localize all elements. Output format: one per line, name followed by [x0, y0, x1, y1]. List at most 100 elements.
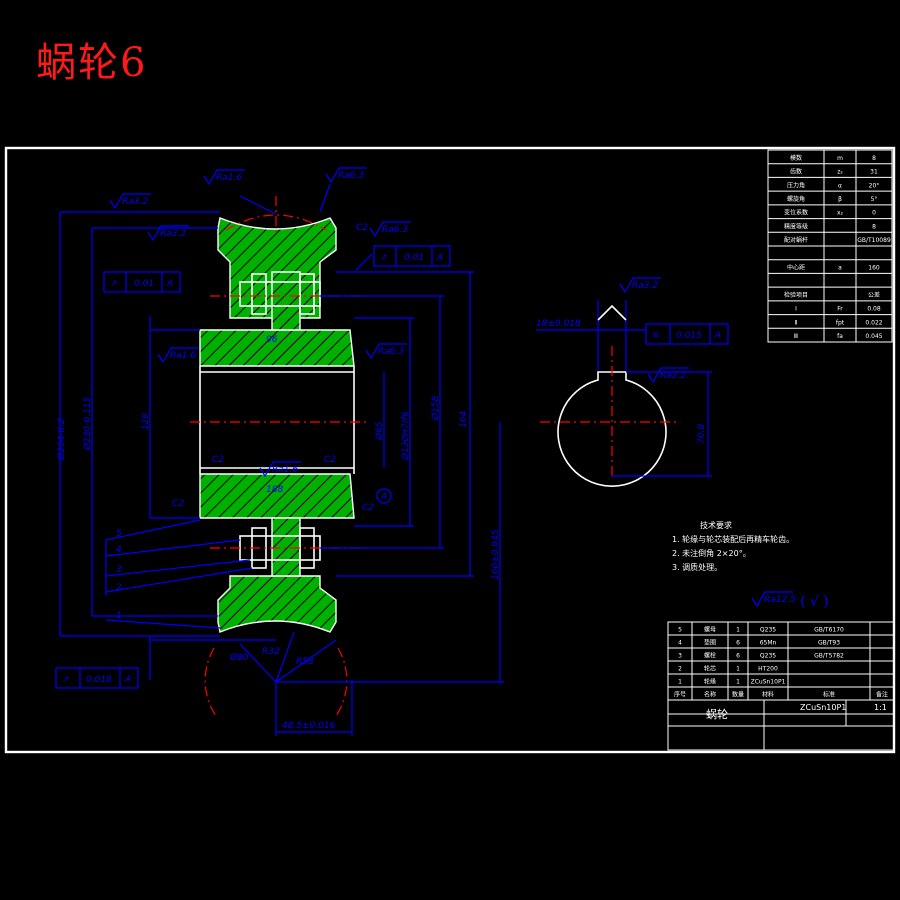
- param-cell: 160: [868, 265, 880, 272]
- parts-cell: 1: [736, 627, 740, 634]
- param-cell: 0.08: [867, 306, 881, 313]
- svg-text:A: A: [714, 331, 721, 341]
- tolerance-frame-4: ↗ 0.018 A: [55, 667, 139, 689]
- param-cell: Ⅰ: [795, 306, 797, 313]
- svg-text:↗: ↗: [62, 675, 70, 685]
- param-cell: 中心距: [787, 264, 805, 272]
- chamfer-c2-c: C2: [324, 455, 336, 465]
- param-cell: 0: [872, 210, 876, 217]
- parts-cell: 1: [736, 679, 740, 686]
- svg-text:0.018: 0.018: [86, 675, 112, 685]
- tech-req-item-1: 1. 轮缘与轮芯装配后再精车轮齿。: [672, 534, 794, 544]
- param-cell: 模数: [790, 154, 802, 162]
- parts-cell: 轮芯: [704, 665, 716, 673]
- parts-cell: Q235: [760, 653, 776, 660]
- hub-lower: [199, 473, 355, 519]
- parts-cell: GB/T5782: [814, 653, 844, 660]
- param-cell: 公差: [868, 291, 880, 299]
- parts-cell: HT200: [758, 666, 778, 673]
- roughness-5: Ra6.3: [382, 225, 408, 235]
- tolerance-frame-3: ≡ 0.015 A: [645, 323, 729, 345]
- parts-cell: 6: [736, 640, 740, 647]
- param-cell: 压力角: [787, 181, 805, 189]
- dim-key-width: 18±0.018: [536, 319, 581, 329]
- chamfer-c2-a: C2: [356, 223, 368, 233]
- dim-hub: Ø158: [430, 395, 441, 421]
- dim-bore: Ø130H7/f6: [400, 411, 411, 461]
- dim-w96: 96: [266, 335, 278, 345]
- parts-cell: 6: [736, 653, 740, 660]
- tolerance-frame-2: ↗ 0.01 A: [373, 245, 451, 267]
- roughness-6: Ra1.6: [170, 351, 196, 361]
- tolerance-frame-1: ↗ 0.01 A: [103, 271, 181, 293]
- param-cell: Ⅲ: [794, 333, 798, 340]
- param-cell: 8: [872, 223, 876, 230]
- parts-cell: 螺母: [704, 626, 716, 634]
- worm-wheel-section: [190, 196, 370, 717]
- param-cell: 20°: [869, 182, 880, 189]
- svg-text:↗: ↗: [380, 253, 388, 263]
- param-cell: Fr: [837, 306, 843, 313]
- parts-cell: 3: [678, 653, 682, 660]
- balloon-5: 5: [116, 529, 122, 539]
- roughness-final-note: ( √ ): [800, 594, 829, 610]
- parts-cell: 65Mn: [760, 640, 777, 647]
- parts-cell: 垫圈: [704, 639, 716, 647]
- param-cell: 精度等级: [784, 222, 808, 230]
- param-cell: fa: [837, 333, 843, 340]
- page-title: 蜗轮6: [36, 40, 148, 86]
- roughness-10: Ra3.2: [660, 371, 686, 381]
- parts-cell: 轮缘: [704, 678, 716, 686]
- param-cell: m: [837, 155, 843, 162]
- dim-seat: Ø65: [374, 421, 385, 441]
- param-cell: 齿数: [790, 168, 802, 176]
- balloon-2: 2: [116, 583, 122, 593]
- parts-cell: 备注: [876, 691, 888, 699]
- web-upper: [271, 271, 301, 331]
- parts-cell: 数量: [732, 691, 744, 699]
- param-cell: 配对蜗杆: [784, 236, 808, 244]
- parts-cell: Q235: [760, 627, 776, 634]
- tech-requirements: 技术要求 1. 轮缘与轮芯装配后再精车轮齿。 2. 未注倒角 2×20°。 3.…: [672, 520, 794, 572]
- title-block-scale: 1:1: [874, 703, 887, 712]
- balloon-1: 1: [116, 611, 122, 621]
- parts-cell: 4: [678, 640, 682, 647]
- rim-upper: [217, 217, 337, 319]
- roughness-8: Ra1.6: [272, 465, 298, 475]
- parts-cell: 5: [678, 627, 682, 634]
- dim-120: 120: [141, 413, 151, 430]
- parts-cell: 1: [736, 666, 740, 673]
- param-cell: 5°: [871, 196, 878, 203]
- tech-req-item-2: 2. 未注倒角 2×20°。: [672, 548, 751, 558]
- svg-text:0.01: 0.01: [404, 253, 424, 263]
- param-cell: 检验项目: [784, 291, 808, 299]
- svg-text:A: A: [124, 675, 131, 685]
- roughness-final: Ra12.5: [764, 595, 796, 605]
- param-cell: a: [838, 265, 842, 272]
- dim-164: 164: [459, 411, 469, 428]
- title-block-drawing-name: 蜗轮: [706, 707, 728, 721]
- param-cell: α: [838, 182, 842, 189]
- chamfer-c2-e: C2: [362, 503, 374, 513]
- section-dimensions: [59, 183, 504, 736]
- param-cell: z₂: [837, 169, 843, 176]
- svg-text:≡: ≡: [652, 331, 660, 341]
- dim-throat-diameter: Ø230-0.115: [82, 396, 93, 451]
- svg-text:↗: ↗: [110, 279, 118, 289]
- chamfer-c2-d: C2: [172, 499, 184, 509]
- balloon-4: 4: [116, 545, 122, 555]
- parts-cell: ZCuSn10P1: [751, 679, 786, 686]
- parts-cell: 2: [678, 666, 682, 673]
- balloon-3: 3: [116, 565, 122, 575]
- rim-lower: [217, 575, 337, 633]
- parts-cell: 螺栓: [704, 652, 716, 660]
- title-block-material: ZCuSn10P1: [800, 703, 846, 712]
- roughness-7: Ra6.3: [378, 347, 404, 357]
- parts-cell: 序号: [674, 691, 686, 699]
- param-cell: x₂: [837, 210, 844, 217]
- roughness-1: Ra3.2: [122, 197, 148, 207]
- tech-req-heading: 技术要求: [700, 520, 732, 530]
- dim-d80: Ø80: [229, 652, 249, 663]
